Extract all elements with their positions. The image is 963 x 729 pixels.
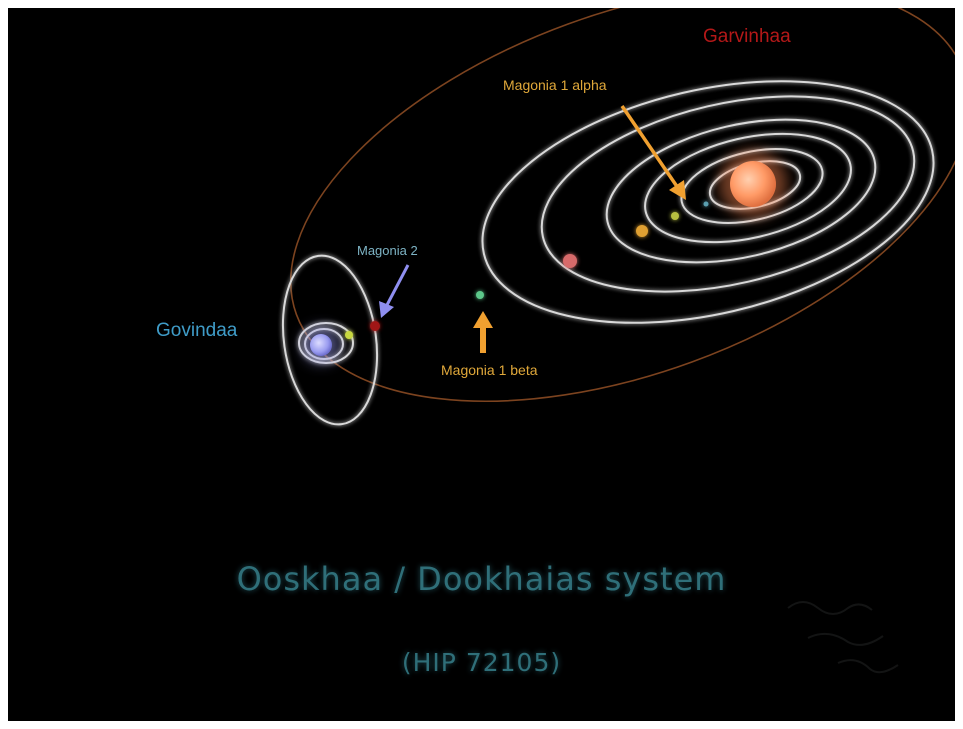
planet-magonia-2 xyxy=(370,321,380,331)
orbit-3 xyxy=(605,118,877,264)
orbit-2 xyxy=(540,95,916,293)
label-govindaa: Govindaa xyxy=(156,320,238,341)
planet-govindaa-yellow xyxy=(345,331,353,339)
orbit-outer xyxy=(281,254,379,426)
star-garvinhaa xyxy=(719,150,787,218)
label-magonia-1-beta: Magonia 1 beta xyxy=(441,362,538,378)
orbit-1 xyxy=(481,80,935,324)
orbit-mid xyxy=(298,322,354,364)
signature-mark xyxy=(787,601,899,674)
planet-small-teal xyxy=(703,201,709,207)
label-magonia-2: Magonia 2 xyxy=(357,243,418,258)
orbit-diagram-svg xyxy=(281,8,955,674)
garvinhaa-orbits xyxy=(481,80,935,324)
system-diagram: Garvinhaa Magonia 1 alpha Magonia 2 Govi… xyxy=(8,8,955,721)
label-garvinhaa: Garvinhaa xyxy=(703,26,791,47)
planet-magonia-1-alpha xyxy=(671,212,679,220)
planet-gold xyxy=(636,225,648,237)
arrow-magonia-2 xyxy=(379,264,410,318)
label-magonia-1-alpha: Magonia 1 alpha xyxy=(503,77,607,93)
planet-pink xyxy=(563,254,577,268)
arrow-magonia-1-alpha xyxy=(620,105,686,200)
orbit-4 xyxy=(644,132,852,244)
binary-orbit xyxy=(289,8,955,403)
planets xyxy=(345,201,709,339)
arrow-magonia-1-beta xyxy=(473,311,493,353)
planet-magonia-1-beta xyxy=(476,291,484,299)
diagram-subtitle: (HIP 72105) xyxy=(401,648,562,677)
diagram-title: Ooskhaa / Dookhaias system xyxy=(236,560,727,598)
star-govindaa xyxy=(303,327,339,363)
